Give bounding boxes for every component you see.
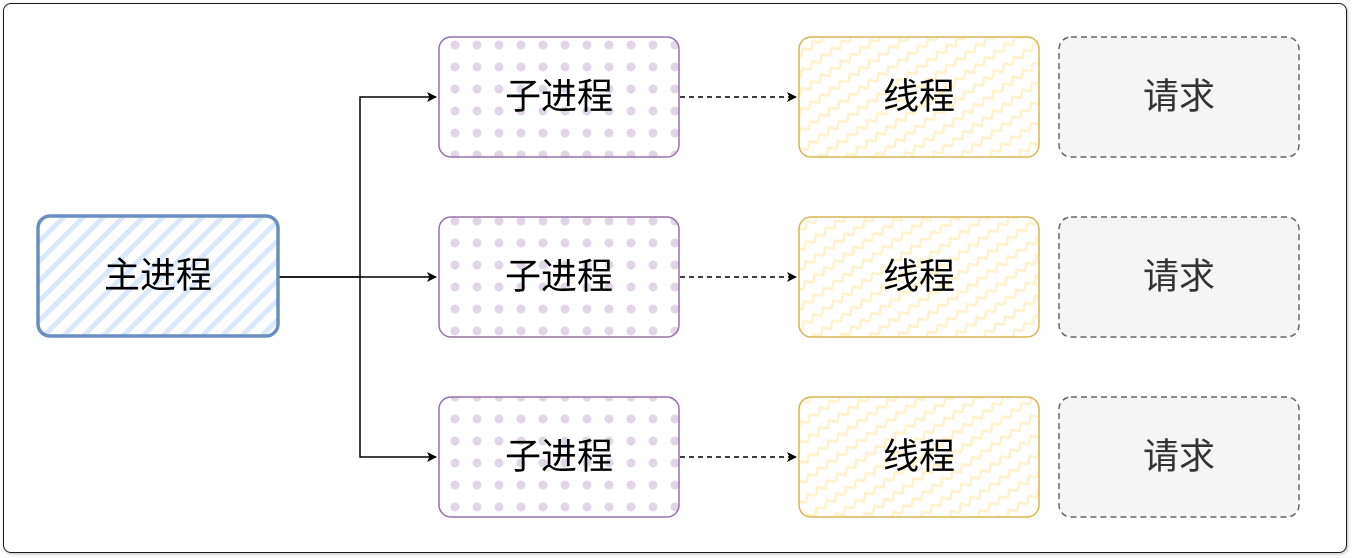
request-node: 请求 bbox=[1058, 36, 1300, 158]
connector-main-child-1 bbox=[278, 92, 437, 278]
child-process-label: 子进程 bbox=[505, 257, 613, 298]
thread-label: 线程 bbox=[883, 257, 955, 298]
request-label: 请求 bbox=[1143, 257, 1215, 298]
thread-node: 线程 bbox=[798, 396, 1040, 518]
request-node: 请求 bbox=[1058, 216, 1300, 338]
row-2: 子进程 线程 请求 bbox=[438, 216, 1300, 338]
request-label: 请求 bbox=[1143, 77, 1215, 118]
main-process-label: 主进程 bbox=[104, 256, 212, 297]
child-process-label: 子进程 bbox=[505, 77, 613, 118]
connector-main-child-3 bbox=[359, 277, 437, 462]
child-process-node: 子进程 bbox=[438, 36, 680, 158]
row-3: 子进程 线程 请求 bbox=[438, 396, 1300, 518]
main-to-child-connectors bbox=[278, 92, 437, 462]
diagram-frame bbox=[3, 3, 1347, 553]
thread-node: 线程 bbox=[798, 216, 1040, 338]
thread-label: 线程 bbox=[883, 437, 955, 478]
main-process-node: 主进程 bbox=[36, 214, 280, 338]
child-process-node: 子进程 bbox=[438, 216, 680, 338]
thread-node: 线程 bbox=[798, 36, 1040, 158]
child-process-label: 子进程 bbox=[505, 437, 613, 478]
request-label: 请求 bbox=[1143, 437, 1215, 478]
thread-label: 线程 bbox=[883, 77, 955, 118]
child-process-node: 子进程 bbox=[438, 396, 680, 518]
child-to-thread-connectors bbox=[680, 92, 797, 462]
row-1: 子进程 线程 请求 bbox=[438, 36, 1300, 158]
request-node: 请求 bbox=[1058, 396, 1300, 518]
